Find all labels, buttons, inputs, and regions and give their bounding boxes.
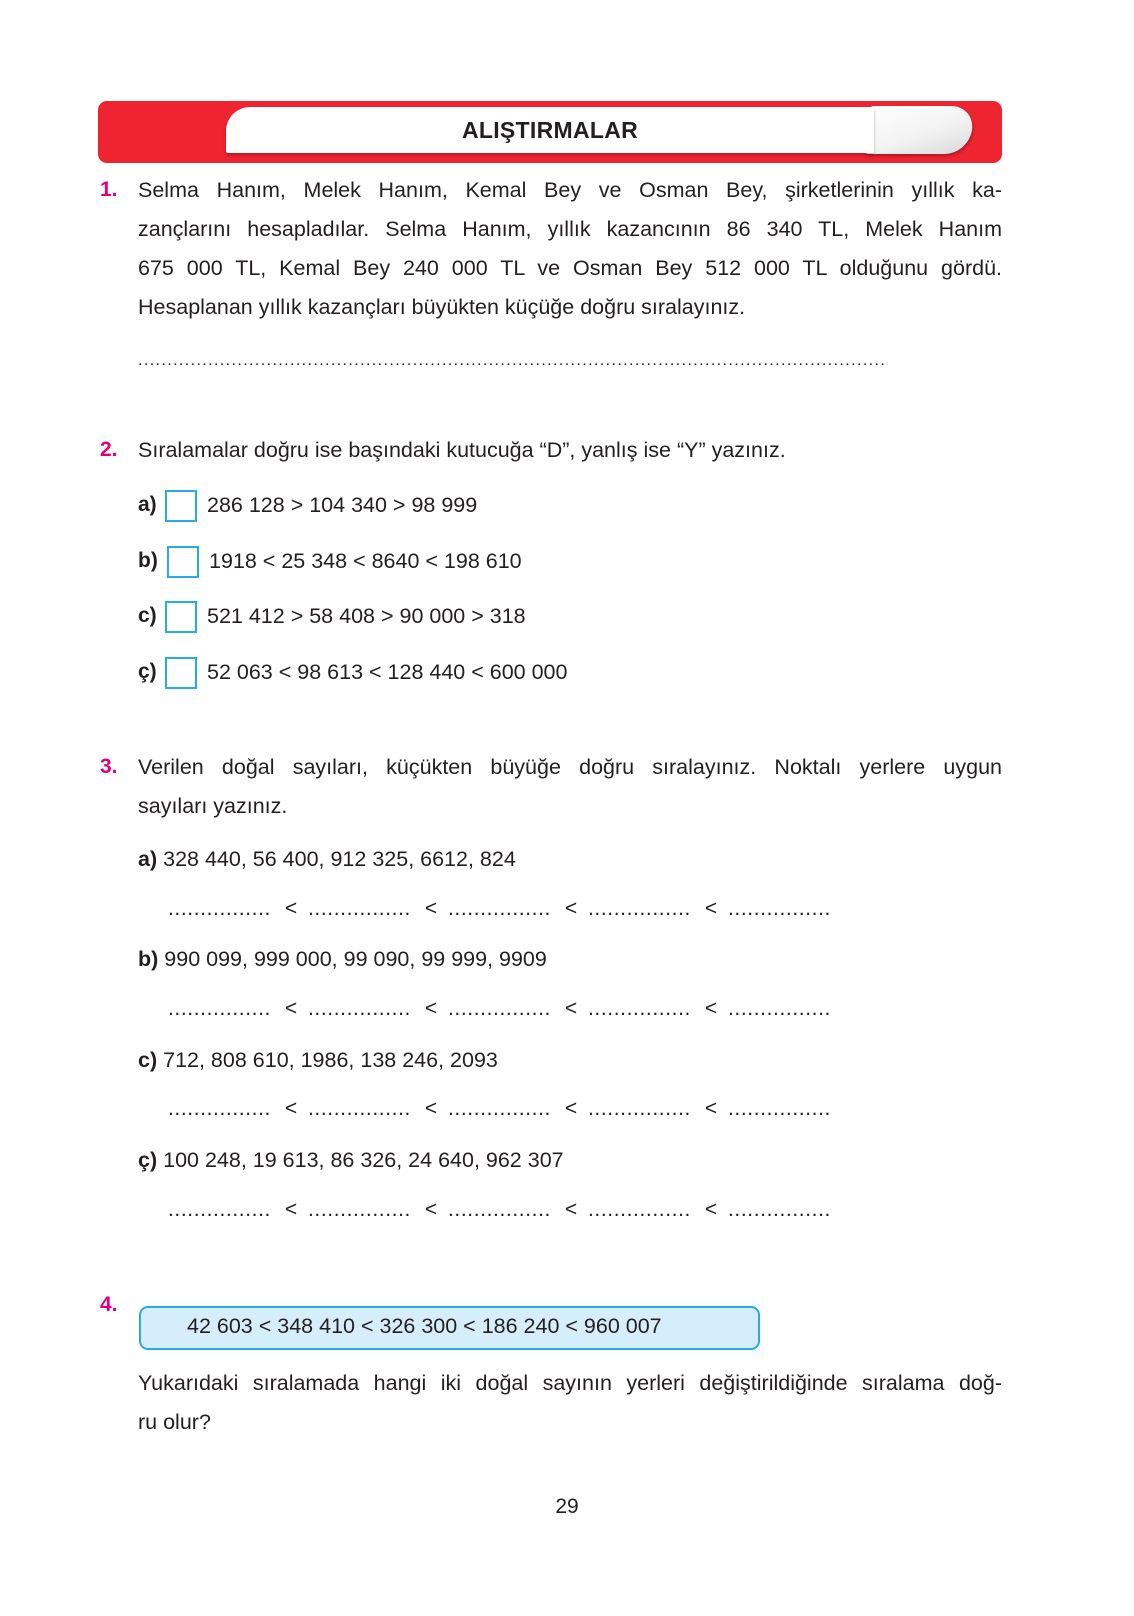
answer-blank[interactable]: ................	[588, 997, 691, 1020]
question-2b-answer-box[interactable]	[167, 546, 199, 578]
question-1-line-2: zançlarını hesapladılar. Selma Hanım, yı…	[138, 217, 1002, 241]
question-3b-answer-row: ................ < ................ < ....…	[168, 997, 834, 1021]
less-than-symbol: <	[564, 1198, 578, 1221]
question-1-line-3: 675 000 TL, Kemal Bey 240 000 TL ve Osma…	[138, 256, 1002, 280]
question-3cc-numbers: 100 248, 19 613, 86 326, 24 640, 962 307	[163, 1148, 564, 1172]
question-3c-numbers: 712, 808 610, 1986, 138 246, 2093	[163, 1048, 498, 1072]
less-than-symbol: <	[704, 897, 718, 920]
question-3b-numbers: 990 099, 999 000, 99 090, 99 999, 9909	[164, 947, 547, 971]
less-than-symbol: <	[564, 1097, 578, 1120]
answer-blank[interactable]: ................	[448, 897, 551, 920]
question-3a-answer-row: ................ < ................ < ....…	[168, 897, 834, 921]
answer-blank[interactable]: ................	[308, 1097, 411, 1120]
question-1-answer-line[interactable]: ........................................…	[138, 352, 887, 369]
question-1-line-4: Hesaplanan yıllık kazançları büyükten kü…	[138, 295, 746, 319]
question-3-line-2: sayıları yazınız.	[138, 794, 288, 818]
answer-blank[interactable]: ................	[448, 1198, 551, 1221]
question-3cc: ç) 100 248, 19 613, 86 326, 24 640, 962 …	[138, 1148, 564, 1173]
less-than-symbol: <	[284, 897, 298, 920]
less-than-symbol: <	[704, 997, 718, 1020]
question-3b: b) 990 099, 999 000, 99 090, 99 999, 990…	[138, 947, 547, 972]
section-banner: ALIŞTIRMALAR	[98, 101, 1002, 163]
question-2a-answer-box[interactable]	[165, 490, 197, 522]
question-3-number: 3.	[100, 755, 118, 778]
section-title: ALIŞTIRMALAR	[461, 116, 639, 143]
page-curl-decoration	[864, 106, 976, 154]
answer-blank[interactable]: ................	[728, 897, 831, 920]
less-than-symbol: <	[284, 1198, 298, 1221]
less-than-symbol: <	[424, 1198, 438, 1221]
question-2cc-answer-box[interactable]	[165, 657, 197, 689]
question-3cc-answer-row: ................ < ................ < ....…	[168, 1198, 834, 1222]
answer-blank[interactable]: ................	[448, 1097, 551, 1120]
answer-blank[interactable]: ................	[588, 897, 691, 920]
question-2cc-text: 52 063 < 98 613 < 128 440 < 600 000	[207, 660, 568, 684]
question-2cc-label: ç)	[138, 660, 157, 683]
answer-blank[interactable]: ................	[168, 1097, 271, 1120]
banner-tab: ALIŞTIRMALAR	[226, 107, 874, 153]
answer-blank[interactable]: ................	[168, 897, 271, 920]
less-than-symbol: <	[284, 997, 298, 1020]
question-1-number: 1.	[100, 178, 118, 201]
question-3c: c) 712, 808 610, 1986, 138 246, 2093	[138, 1048, 498, 1073]
answer-blank[interactable]: ................	[728, 1198, 831, 1221]
page-number: 29	[555, 1495, 579, 1518]
question-3cc-label: ç)	[138, 1148, 158, 1172]
answer-blank[interactable]: ................	[588, 1198, 691, 1221]
less-than-symbol: <	[424, 997, 438, 1020]
answer-blank[interactable]: ................	[168, 1198, 271, 1221]
question-1-line-1: Selma Hanım, Melek Hanım, Kemal Bey ve O…	[138, 178, 1002, 202]
question-2c-text: 521 412 > 58 408 > 90 000 > 318	[207, 604, 526, 628]
question-2a-label: a)	[138, 493, 157, 516]
question-4-line-2: ru olur?	[138, 1410, 211, 1434]
less-than-symbol: <	[284, 1097, 298, 1120]
question-4-number: 4.	[100, 1293, 118, 1316]
question-2-number: 2.	[100, 438, 118, 461]
question-2-prompt: Sıralamalar doğru ise başındaki kutucuğa…	[138, 438, 786, 462]
less-than-symbol: <	[704, 1198, 718, 1221]
question-4-expression: 42 603 < 348 410 < 326 300 < 186 240 < 9…	[187, 1314, 662, 1338]
less-than-symbol: <	[564, 997, 578, 1020]
question-3b-label: b)	[138, 947, 159, 971]
less-than-symbol: <	[564, 897, 578, 920]
question-2a-text: 286 128 > 104 340 > 98 999	[207, 493, 478, 517]
answer-blank[interactable]: ................	[308, 897, 411, 920]
question-3c-label: c)	[138, 1048, 158, 1072]
question-3-line-1: Verilen doğal sayıları, küçükten büyüğe …	[138, 755, 1002, 779]
question-2c-label: c)	[138, 604, 157, 627]
answer-blank[interactable]: ................	[168, 997, 271, 1020]
question-3a: a) 328 440, 56 400, 912 325, 6612, 824	[138, 847, 516, 872]
question-2b-label: b)	[138, 549, 158, 572]
answer-blank[interactable]: ................	[728, 1097, 831, 1120]
less-than-symbol: <	[704, 1097, 718, 1120]
answer-blank[interactable]: ................	[308, 997, 411, 1020]
less-than-symbol: <	[424, 897, 438, 920]
question-3a-numbers: 328 440, 56 400, 912 325, 6612, 824	[163, 847, 516, 871]
answer-blank[interactable]: ................	[728, 997, 831, 1020]
question-3a-label: a)	[138, 847, 158, 871]
question-4-expression-box	[139, 1306, 760, 1350]
answer-blank[interactable]: ................	[448, 997, 551, 1020]
answer-blank[interactable]: ................	[308, 1198, 411, 1221]
less-than-symbol: <	[424, 1097, 438, 1120]
answer-blank[interactable]: ................	[588, 1097, 691, 1120]
question-4-line-1: Yukarıdaki sıralamada hangi iki doğal sa…	[138, 1371, 1002, 1395]
question-2b-text: 1918 < 25 348 < 8640 < 198 610	[209, 549, 522, 573]
question-2c-answer-box[interactable]	[165, 601, 197, 633]
question-3c-answer-row: ................ < ................ < ....…	[168, 1097, 834, 1121]
